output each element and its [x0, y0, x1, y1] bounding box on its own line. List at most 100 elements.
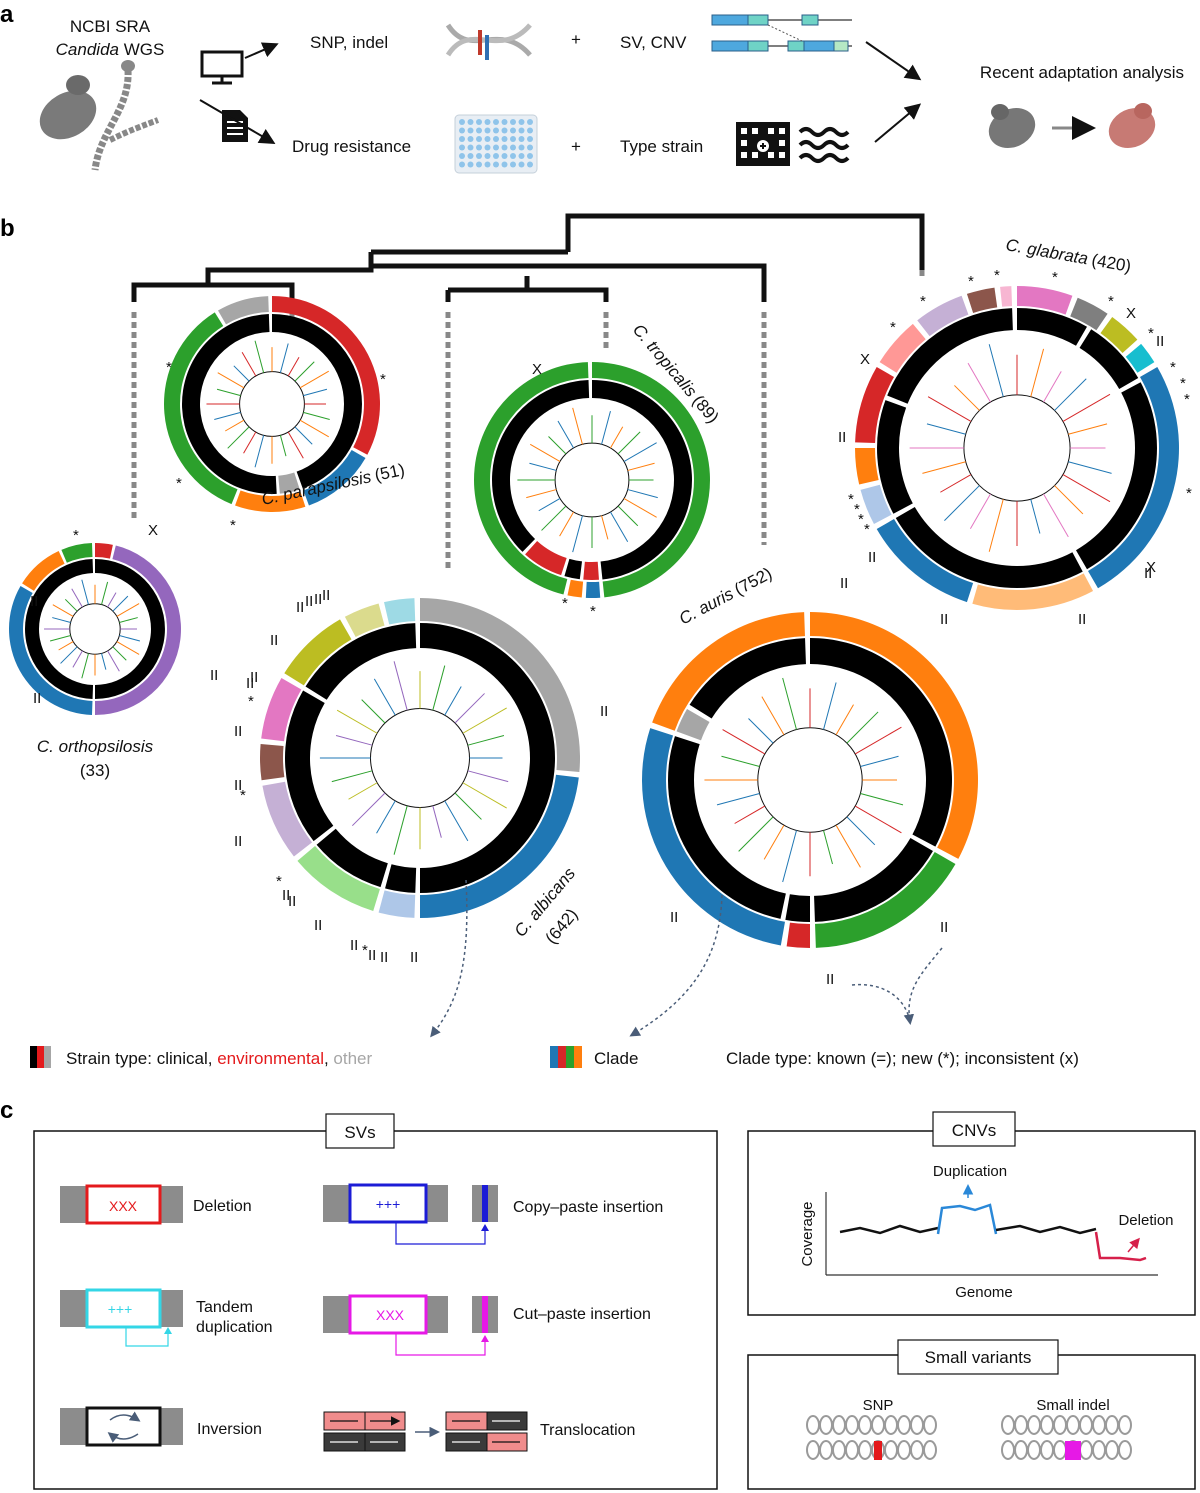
helix-turn: [1040, 1415, 1054, 1435]
well: [476, 127, 482, 134]
arrow-to-snp: [244, 42, 279, 59]
mark: X: [1126, 305, 1136, 322]
clade-arc: [567, 579, 584, 598]
helix-turn: [1105, 1415, 1119, 1435]
panel-b-letter: b: [0, 215, 15, 242]
strain-arc: [305, 623, 417, 700]
helix-turn: [897, 1415, 911, 1435]
legend-strain-type: Strain type: clinical, environmental, ot…: [66, 1049, 373, 1068]
tree-branch: [1054, 378, 1087, 411]
tree-branch: [835, 824, 861, 868]
arrow-type-to-analysis: [874, 103, 922, 143]
strain-arc: [689, 638, 806, 719]
source-line2: Candida WGS: [56, 40, 165, 59]
tree-branch: [107, 592, 117, 608]
tree-branch: [376, 800, 396, 834]
clade-arc: [917, 295, 969, 337]
clade-arc: [297, 846, 380, 912]
tree-branch: [1043, 371, 1062, 403]
tree-branch: [444, 800, 469, 842]
mark: *: [864, 521, 870, 538]
helix-turn: [1053, 1415, 1067, 1435]
well: [484, 136, 491, 142]
clade-arc: [585, 581, 601, 598]
tree-branch: [1068, 461, 1112, 474]
tree-branch: [548, 436, 567, 455]
drug-resistance-label: Drug resistance: [292, 137, 411, 156]
ring-orthopsilosis: [8, 543, 182, 715]
well: [501, 144, 508, 151]
mark: II: [210, 667, 218, 684]
mark: II: [1144, 565, 1152, 582]
clade-arc: [303, 450, 366, 506]
tree-branch: [241, 351, 257, 377]
well: [493, 119, 499, 125]
tandem-label-1: Tandem: [196, 1299, 253, 1316]
helix-turn: [1092, 1415, 1106, 1435]
well: [510, 153, 516, 159]
mark: II: [305, 593, 313, 610]
ring-albicans: [260, 598, 581, 918]
mark: II: [30, 593, 38, 610]
clade-arc: [235, 490, 306, 513]
strain-arc: [887, 308, 1013, 404]
tree-branch: [617, 505, 639, 527]
source-genus: Candida: [56, 40, 119, 59]
strain-arc: [676, 709, 710, 741]
tree-branch: [1068, 423, 1108, 435]
mark: II: [314, 917, 322, 934]
tree-branch: [467, 735, 505, 746]
helix-turn: [884, 1415, 898, 1435]
legend-pointers: [430, 879, 943, 1038]
tandem-plus: +++: [108, 1301, 133, 1317]
clade-arc: [855, 367, 895, 444]
tree-branch: [557, 420, 574, 449]
tree-core: [757, 727, 863, 833]
tree-branch: [922, 461, 966, 474]
clade-arc: [61, 543, 93, 563]
coverage-axis-label: Coverage: [799, 1201, 816, 1266]
well: [476, 144, 482, 151]
well: [459, 136, 465, 142]
helix-turn: [858, 1440, 872, 1460]
mark: II: [270, 632, 278, 649]
mark: *: [362, 942, 368, 959]
strain-arc: [1076, 382, 1157, 570]
well-plate-icon: [454, 114, 538, 174]
deletion-xxx: XXX: [109, 1198, 138, 1214]
helix-turn: [1079, 1440, 1093, 1460]
strain-arc: [420, 623, 555, 893]
document-icon: [222, 110, 248, 142]
water-waves-icon: [798, 127, 850, 163]
svs-title: SVs: [344, 1123, 375, 1142]
tree-branch: [243, 431, 257, 454]
strain-arc: [316, 828, 388, 888]
tree-branch: [601, 410, 611, 445]
mark: *: [994, 267, 1000, 284]
tree-branch: [81, 653, 89, 679]
source-wgs: WGS: [124, 40, 165, 59]
strain-arc: [25, 559, 94, 699]
helix-turn: [1014, 1415, 1028, 1435]
tree-branch: [854, 726, 902, 755]
mark: *: [1148, 325, 1154, 342]
helix-turn: [1001, 1440, 1015, 1460]
tree-branch: [627, 462, 655, 471]
cnvs-title: CNVs: [952, 1121, 996, 1140]
helix-turn: [806, 1440, 820, 1460]
well: [518, 127, 525, 134]
well: [476, 119, 482, 125]
sv-tandem-duplication: +++: [60, 1288, 183, 1347]
tree-branch: [71, 588, 83, 608]
mark: II: [868, 549, 876, 566]
well: [467, 119, 474, 125]
clade-arc: [272, 296, 380, 455]
label-orthopsilosis: C. orthopsilosis: [37, 737, 154, 756]
mark: II: [322, 587, 330, 604]
ring-parapsilosis: [163, 296, 380, 513]
mark: *: [248, 693, 254, 710]
well: [510, 136, 516, 142]
mark: *: [166, 359, 172, 376]
tree-branch: [954, 385, 980, 411]
mark: II: [250, 669, 258, 686]
